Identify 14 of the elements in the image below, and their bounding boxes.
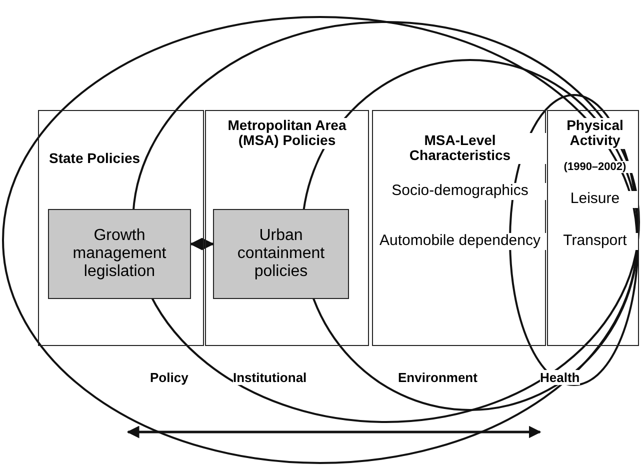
column-panel [38,110,204,346]
policy-box [48,209,191,299]
column-heading: State Policies [49,151,140,166]
policy-box [213,209,349,299]
scale-label: Environment [398,370,478,385]
scale-label: Health [540,370,580,385]
column-panel [205,110,369,346]
box-label: Growth management legislation [72,227,168,281]
double-arrow [190,238,214,250]
column-panel [547,110,639,346]
column-panel [372,110,546,346]
box-label: Urban containment policies [236,227,326,281]
scale-label: Policy [150,370,188,385]
scale-label: Institutional [233,370,307,385]
